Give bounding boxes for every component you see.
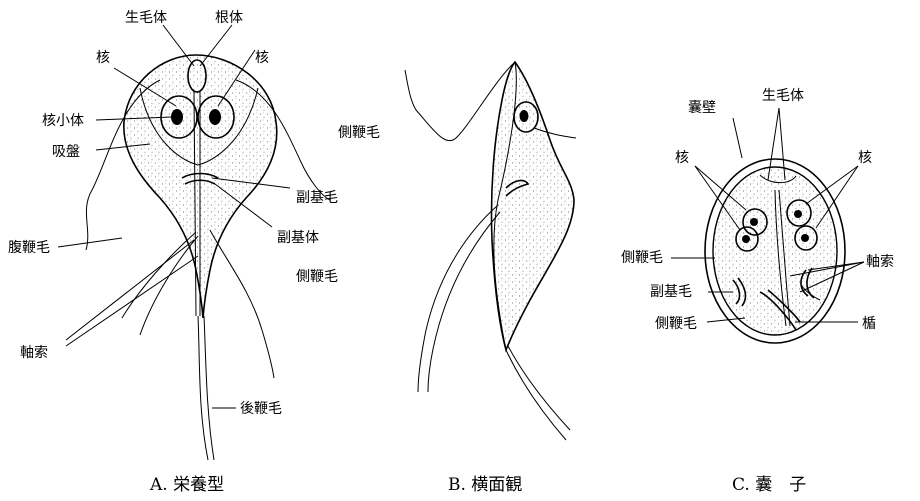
label-blepharoplast-c: 生毛体 (762, 88, 804, 104)
caption-c: C. 囊 子 (732, 475, 806, 495)
lateral-posterior-flagellum-2 (508, 346, 570, 430)
label-axostyle-a: 軸索 (20, 344, 48, 361)
label-parabasal-bristle-c: 副基毛 (650, 283, 692, 300)
caption-a: A. 栄養型 (149, 475, 224, 495)
ventral-flagellum-1 (122, 232, 196, 318)
trophozoite-figure: 生毛体 根体 核 核 核小体 吸盤 側鞭毛 副基毛 副基体 腹鞭毛 側鞭毛 軸索… (8, 10, 380, 495)
caption-b: B. 横面観 (448, 475, 522, 495)
label-lateral-flagellum-a-upper: 側鞭毛 (338, 125, 380, 141)
label-nucleus-left-a: 核 (96, 50, 110, 66)
label-posterior-flagellum: 後鞭毛 (240, 401, 282, 417)
label-axostyle-c: 軸索 (866, 253, 894, 270)
posterior-flagellum-right (204, 316, 214, 460)
label-median-body: 楯 (862, 316, 876, 332)
label-lateral-flagellum-c-lower: 側鞭毛 (655, 316, 697, 332)
label-parabasal-bristle-a: 副基毛 (296, 189, 338, 206)
ventral-flagellum-2 (140, 236, 198, 335)
cyst-figure: 囊壁 生毛体 核 核 側鞭毛 軸索 副基毛 側鞭毛 楯 C. 囊 子 (621, 88, 894, 495)
lateral-karyosome (520, 110, 529, 122)
label-lateral-flagellum-c-upper: 側鞭毛 (621, 250, 663, 266)
label-cyst-wall: 囊壁 (688, 99, 716, 116)
karyosome-right (209, 109, 221, 125)
label-parabasal-body: 副基体 (277, 229, 319, 246)
karyosome-left (171, 109, 183, 125)
lateral-posterior-flagellum-1 (506, 350, 566, 440)
label-blepharoplast-a: 生毛体 (125, 10, 167, 26)
lateral-flagellum-right-lower (210, 230, 274, 378)
label-ventral-flagellum: 腹鞭毛 (8, 239, 50, 256)
lateral-ventral-flagellum-2 (428, 212, 500, 392)
label-nucleus-right-c: 核 (858, 150, 872, 166)
cyst-karyosome-2 (742, 235, 750, 243)
label-lateral-flagellum-a-lower: 側鞭毛 (296, 269, 338, 285)
label-sucking-disc: 吸盤 (52, 144, 80, 160)
label-nucleus-right-a: 核 (255, 50, 269, 66)
cyst-karyosome-1 (750, 218, 758, 226)
lateral-view-figure: B. 横面観 (405, 62, 576, 495)
label-basal-body: 根体 (215, 10, 243, 26)
cyst-karyosome-4 (801, 234, 809, 242)
label-nucleus-left-c: 核 (675, 150, 689, 166)
cyst-karyosome-3 (794, 210, 802, 218)
label-karyosome: 核小体 (42, 113, 84, 129)
